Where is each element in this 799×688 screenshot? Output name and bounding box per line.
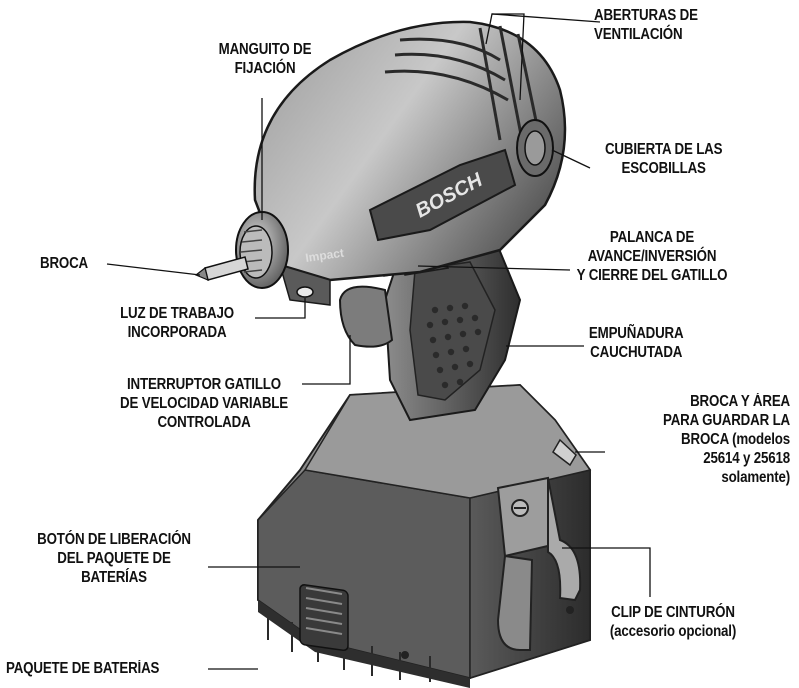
label-bit-storage: BROCA Y ÁREA PARA GUARDAR LA BROCA (mode… — [662, 393, 790, 486]
leader-lines — [106, 13, 651, 670]
label-bit: BROCA — [40, 255, 89, 272]
label-battery-release-button: BOTÓN DE LIBERACIÓN DEL PAQUETE DE BATER… — [37, 531, 191, 586]
label-ventilation-openings: ABERTURAS DE VENTILACIÓN — [594, 7, 698, 43]
brush-cover — [516, 119, 554, 177]
label-work-light: LUZ DE TRABAJO INCORPORADA — [120, 305, 234, 341]
label-battery-pack: PAQUETE DE BATERÍAS — [6, 660, 160, 677]
work-light — [296, 286, 314, 298]
belt-clip — [496, 438, 582, 651]
label-belt-clip: CLIP DE CINTURÓN (accesorio opcional) — [609, 604, 737, 640]
label-forward-reverse-lever: PALANCA DE AVANCE/INVERSIÓN Y CIERRE DEL… — [576, 229, 728, 284]
grip-texture-dots — [426, 302, 482, 389]
locking-collar — [235, 211, 289, 289]
label-trigger-switch: INTERRUPTOR GATILLO DE VELOCIDAD VARIABL… — [120, 376, 288, 431]
trigger-switch — [338, 285, 394, 348]
label-brush-cover: CUBIERTA DE LAS ESCOBILLAS — [604, 141, 723, 177]
battery-release-button — [299, 584, 349, 652]
drill-bit — [194, 256, 249, 282]
tool-grip — [338, 213, 522, 422]
label-locking-collar: MANGUITO DE FIJACIÓN — [218, 41, 312, 77]
model-text: Impact — [304, 246, 344, 265]
label-rubber-grip: EMPUÑADURA CAUCHUTADA — [588, 325, 684, 361]
